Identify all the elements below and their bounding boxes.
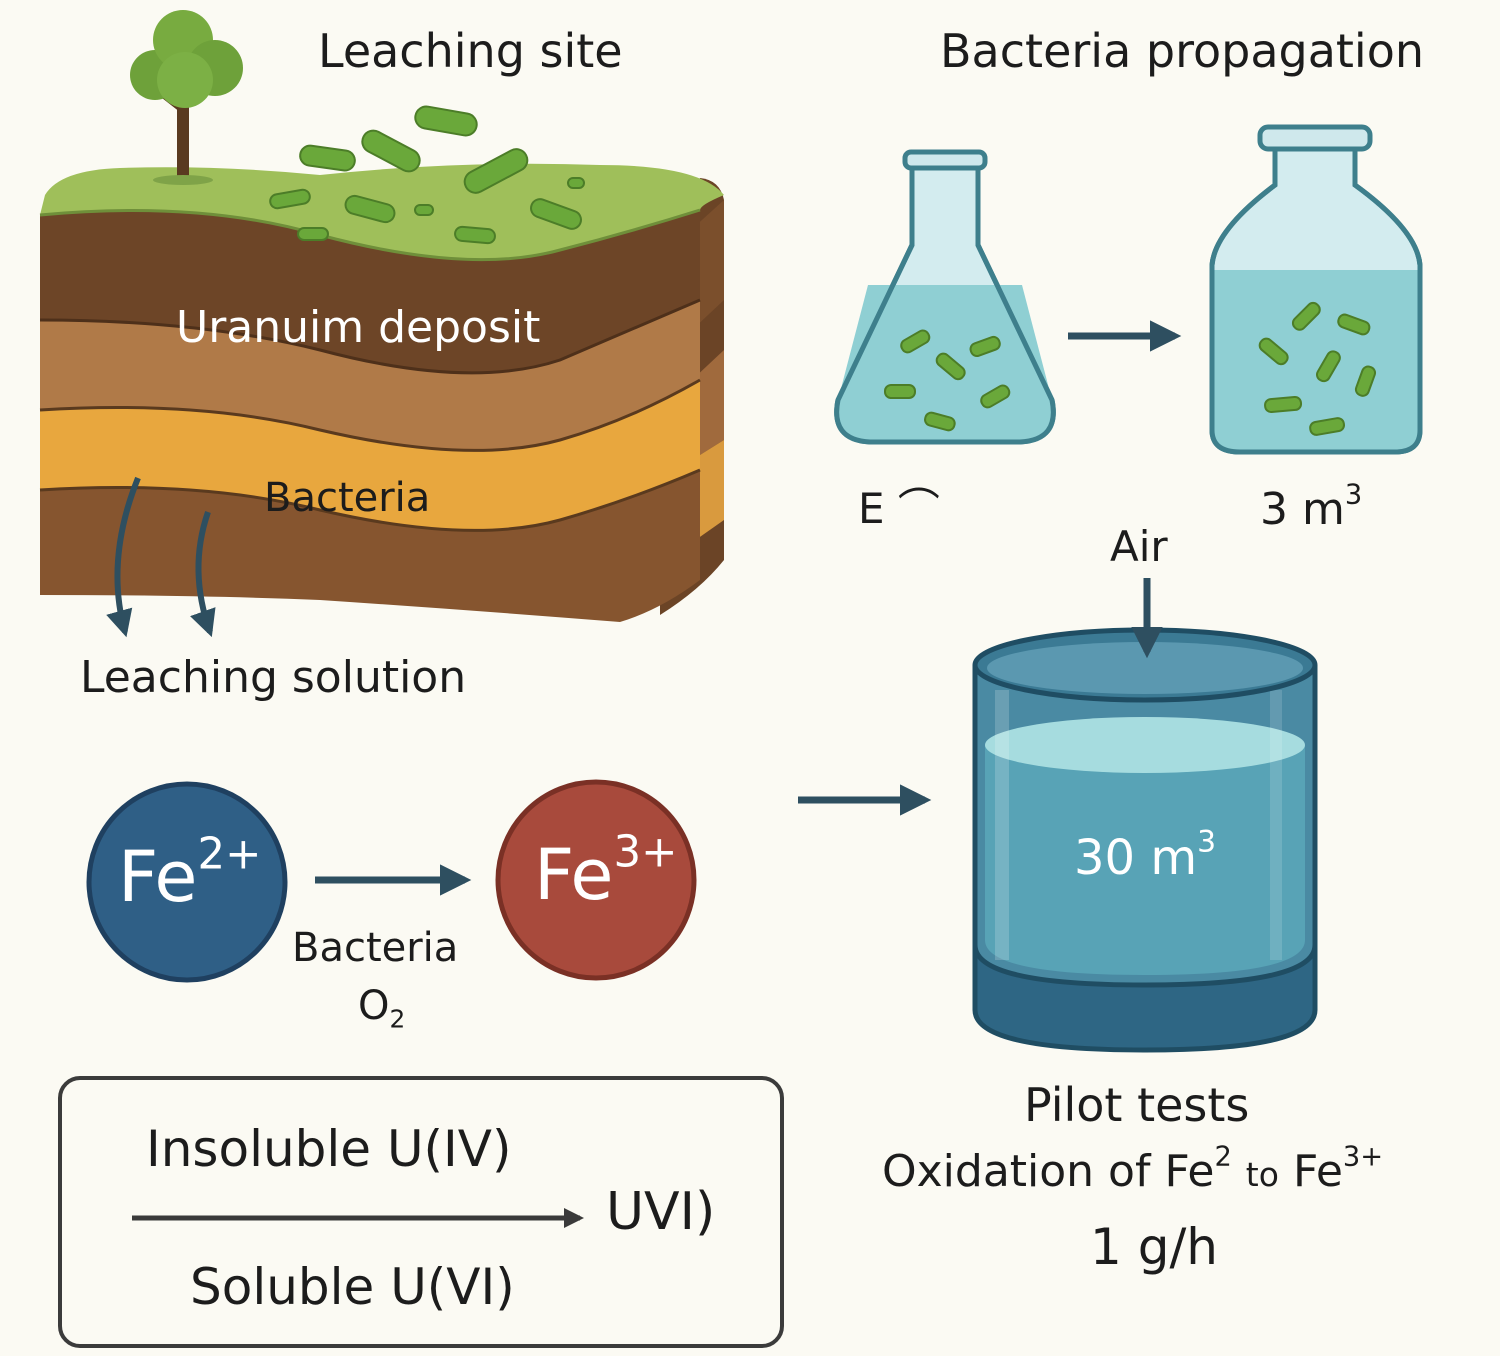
- air-label: Air: [1110, 522, 1168, 571]
- uranium-product-label: UVI): [606, 1182, 716, 1242]
- oxidation-rate: 1 g/h: [1090, 1218, 1218, 1276]
- cylindrical-tank-icon: [972, 627, 1318, 1053]
- leaching-solution-label: Leaching solution: [80, 652, 467, 703]
- soil-block: [39, 163, 724, 622]
- fe2-label: Fe2+: [118, 829, 262, 918]
- bottle-volume-label: 3 m3: [1260, 479, 1363, 535]
- tank-volume-label: 30 m3: [1074, 824, 1217, 886]
- pilot-tests-title: Pilot tests: [1024, 1078, 1250, 1132]
- leaching-site-title: Leaching site: [318, 24, 623, 78]
- bacteria-propagation-title: Bacteria propagation: [940, 24, 1425, 78]
- bottle-icon: [1209, 124, 1423, 455]
- uranium-deposit-label: Uranuim deposit: [176, 302, 541, 353]
- tree-icon: [130, 10, 243, 185]
- fe3-label: Fe3+: [534, 827, 678, 916]
- surface-bacteria: [269, 105, 585, 245]
- erlenmeyer-flask-icon: [834, 149, 1056, 445]
- insoluble-uranium-label: Insoluble U(IV): [146, 1120, 512, 1178]
- oxidant-label: O2: [358, 983, 406, 1034]
- fe2-circle: [86, 781, 288, 983]
- seep-arrow-2: [190, 511, 216, 638]
- soluble-uranium-label: Soluble U(VI): [190, 1258, 515, 1316]
- oxidation-description: Oxidation of Fe2 to Fe3+: [882, 1141, 1384, 1197]
- bacteria-layer-label: Bacteria: [264, 475, 431, 521]
- fe3-circle: [495, 779, 697, 981]
- flask-label: E ⌒: [858, 484, 940, 533]
- uranium-reaction-box: [58, 1076, 784, 1348]
- seep-arrow-1: [106, 476, 141, 638]
- catalyst-label: Bacteria: [292, 925, 459, 971]
